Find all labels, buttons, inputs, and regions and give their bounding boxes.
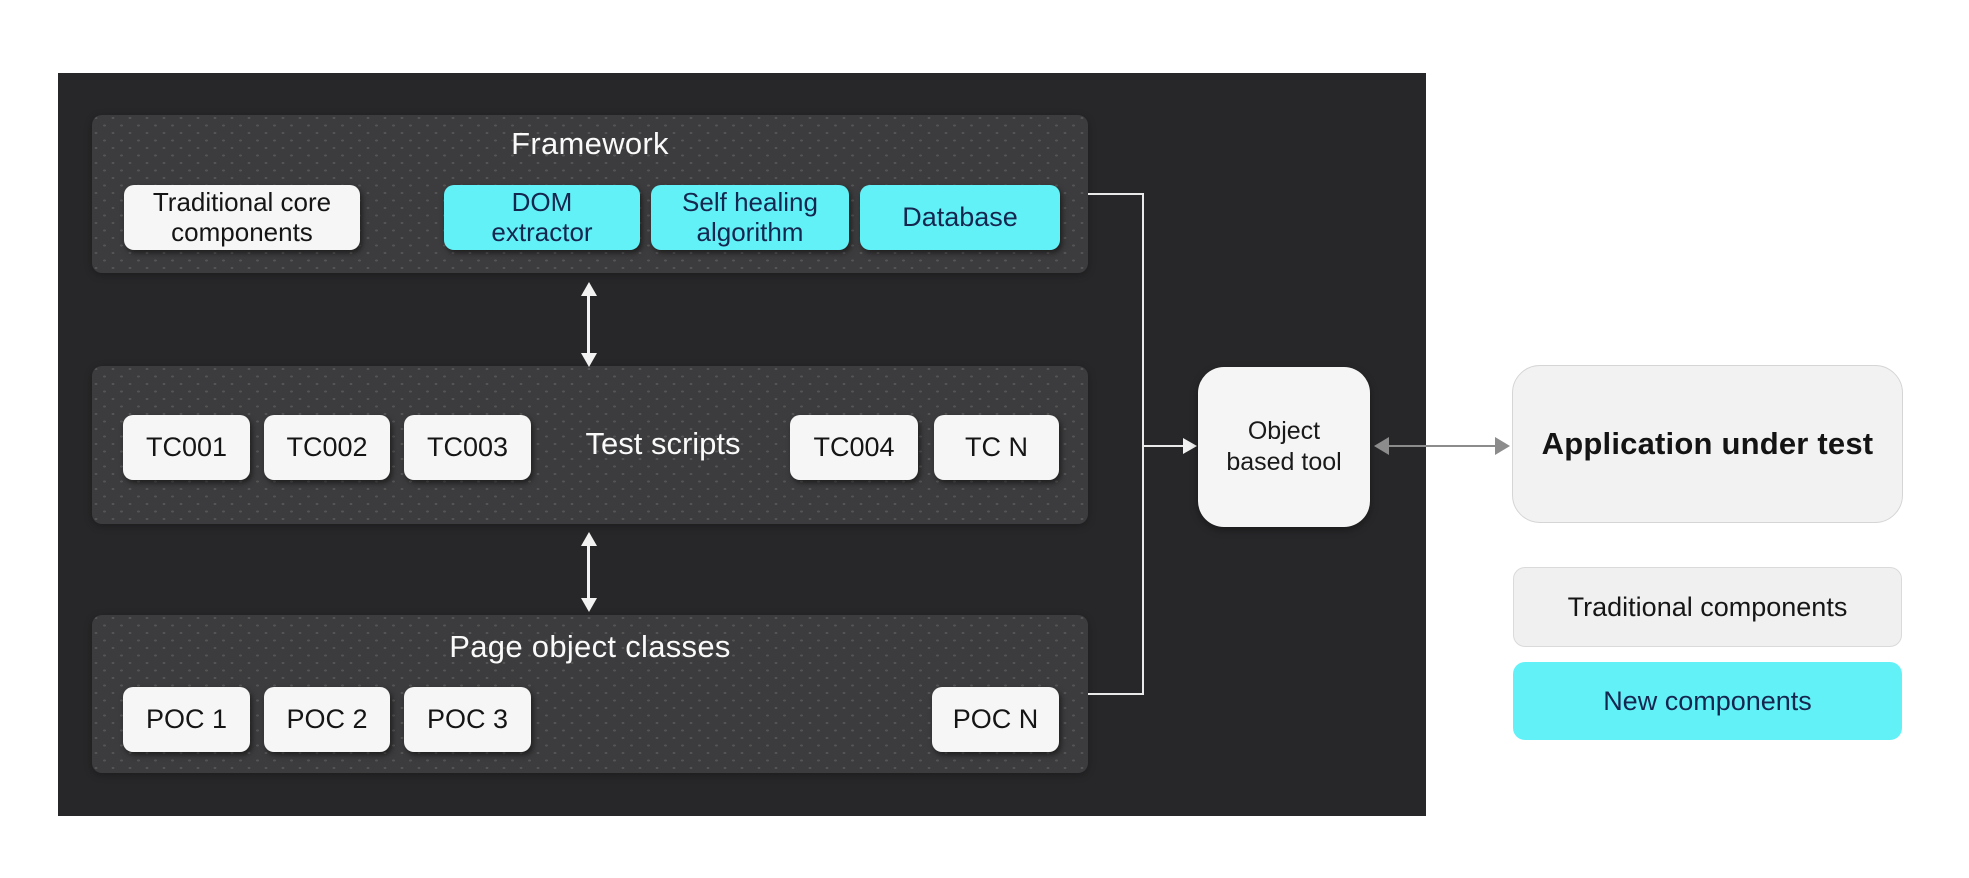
framework-box-self-healing-algorithm: Self healing algorithm — [651, 185, 849, 250]
arrow-into-object-tool — [1143, 445, 1183, 447]
page-object-classes-panel: Page object classes — [92, 615, 1088, 773]
test-scripts-panel — [92, 366, 1088, 524]
box-label: POC 3 — [426, 704, 509, 734]
legend-item-traditional: Traditional components — [1513, 567, 1902, 647]
connector-vertical-line — [1142, 193, 1144, 695]
poc-box-poc-n: POC N — [932, 687, 1059, 752]
test-scripts-panel-title: Test scripts — [585, 426, 741, 461]
box-label: POC 1 — [145, 704, 228, 734]
box-label: Self healing algorithm — [682, 187, 818, 247]
arrow-framework-testscripts — [587, 295, 590, 354]
arrow-tool-application — [1389, 445, 1495, 447]
connector-poc-to-tool — [1088, 693, 1144, 695]
poc-box-poc-2: POC 2 — [264, 687, 390, 752]
box-label: POC 2 — [286, 704, 368, 734]
box-label: Database — [902, 202, 1018, 232]
legend-label: New components — [1603, 685, 1812, 716]
test-box-tc003: TC003 — [404, 415, 531, 480]
framework-box-dom-extractor: DOM extractor — [444, 185, 640, 250]
page-object-classes-panel-title: Page object classes — [449, 629, 731, 664]
test-box-tc002: TC002 — [264, 415, 390, 480]
box-label: DOM extractor — [491, 187, 593, 247]
box-label: TC003 — [426, 432, 509, 462]
application-under-test-box: Application under test — [1512, 365, 1903, 523]
connector-framework-to-tool — [1088, 193, 1144, 195]
test-box-tc004: TC004 — [790, 415, 918, 480]
box-label: Application under test — [1541, 426, 1874, 461]
legend-label: Traditional components — [1567, 591, 1848, 622]
box-label: TC002 — [286, 432, 368, 462]
object-based-tool-box: Object based tool — [1198, 367, 1370, 527]
framework-panel-title: Framework — [511, 126, 669, 161]
box-label: Traditional core components — [152, 187, 332, 247]
test-box-tc-n: TC N — [934, 415, 1059, 480]
box-label: TC004 — [813, 432, 895, 462]
legend-item-new: New components — [1513, 662, 1902, 740]
box-label: TC001 — [145, 432, 228, 462]
box-label: TC N — [965, 432, 1028, 462]
arrow-testscripts-poc — [587, 545, 590, 599]
poc-box-poc-3: POC 3 — [404, 687, 531, 752]
framework-box-database: Database — [860, 185, 1060, 250]
box-label: POC N — [952, 704, 1039, 734]
test-box-tc001: TC001 — [123, 415, 250, 480]
framework-box-traditional-core-components: Traditional core components — [124, 185, 360, 250]
poc-box-poc-1: POC 1 — [123, 687, 250, 752]
box-label: Object based tool — [1226, 416, 1342, 476]
